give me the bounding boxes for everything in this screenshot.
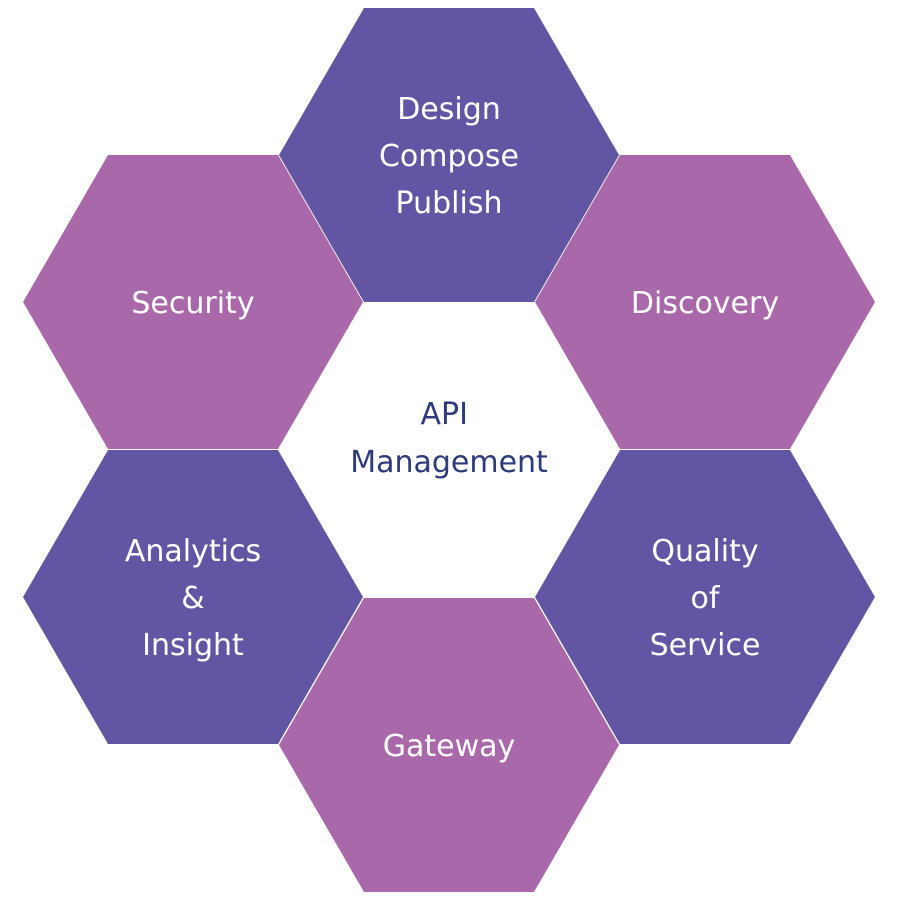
center-title-line: API <box>420 397 467 432</box>
hexagon-shape <box>535 155 875 449</box>
hex-label-line: Design <box>397 92 501 127</box>
hex-label-security: Security <box>131 286 254 321</box>
center-title: API Management <box>350 397 548 480</box>
hexagon-shape <box>279 598 619 892</box>
hex-label-line: Compose <box>379 139 519 174</box>
hex-label-line: Discovery <box>631 286 779 321</box>
hex-label-line: of <box>691 581 721 616</box>
hex-label-line: Insight <box>142 628 244 663</box>
hex-label-line: Security <box>131 286 254 321</box>
hex-gateway: Gateway <box>279 598 619 892</box>
hex-label-line: Gateway <box>383 729 516 764</box>
hex-label-line: Quality <box>651 534 758 569</box>
hex-label-line: Service <box>650 628 761 663</box>
hex-label-gateway: Gateway <box>383 729 516 764</box>
hexagon-shape <box>23 450 363 744</box>
hex-discovery: Discovery <box>535 155 875 449</box>
hex-label-analytics: Analytics & Insight <box>125 534 261 663</box>
hex-label-line: Publish <box>396 186 503 221</box>
center-title-line: Management <box>350 445 548 480</box>
hex-label-line: Analytics <box>125 534 261 569</box>
hex-analytics: Analytics & Insight <box>23 450 363 744</box>
hex-security: Security <box>23 155 363 449</box>
hexagon-shape <box>535 450 875 744</box>
hexagon-shape <box>23 155 363 449</box>
hex-label-discovery: Discovery <box>631 286 779 321</box>
hex-label-line: & <box>181 581 204 616</box>
hexagon-shape <box>279 8 619 302</box>
